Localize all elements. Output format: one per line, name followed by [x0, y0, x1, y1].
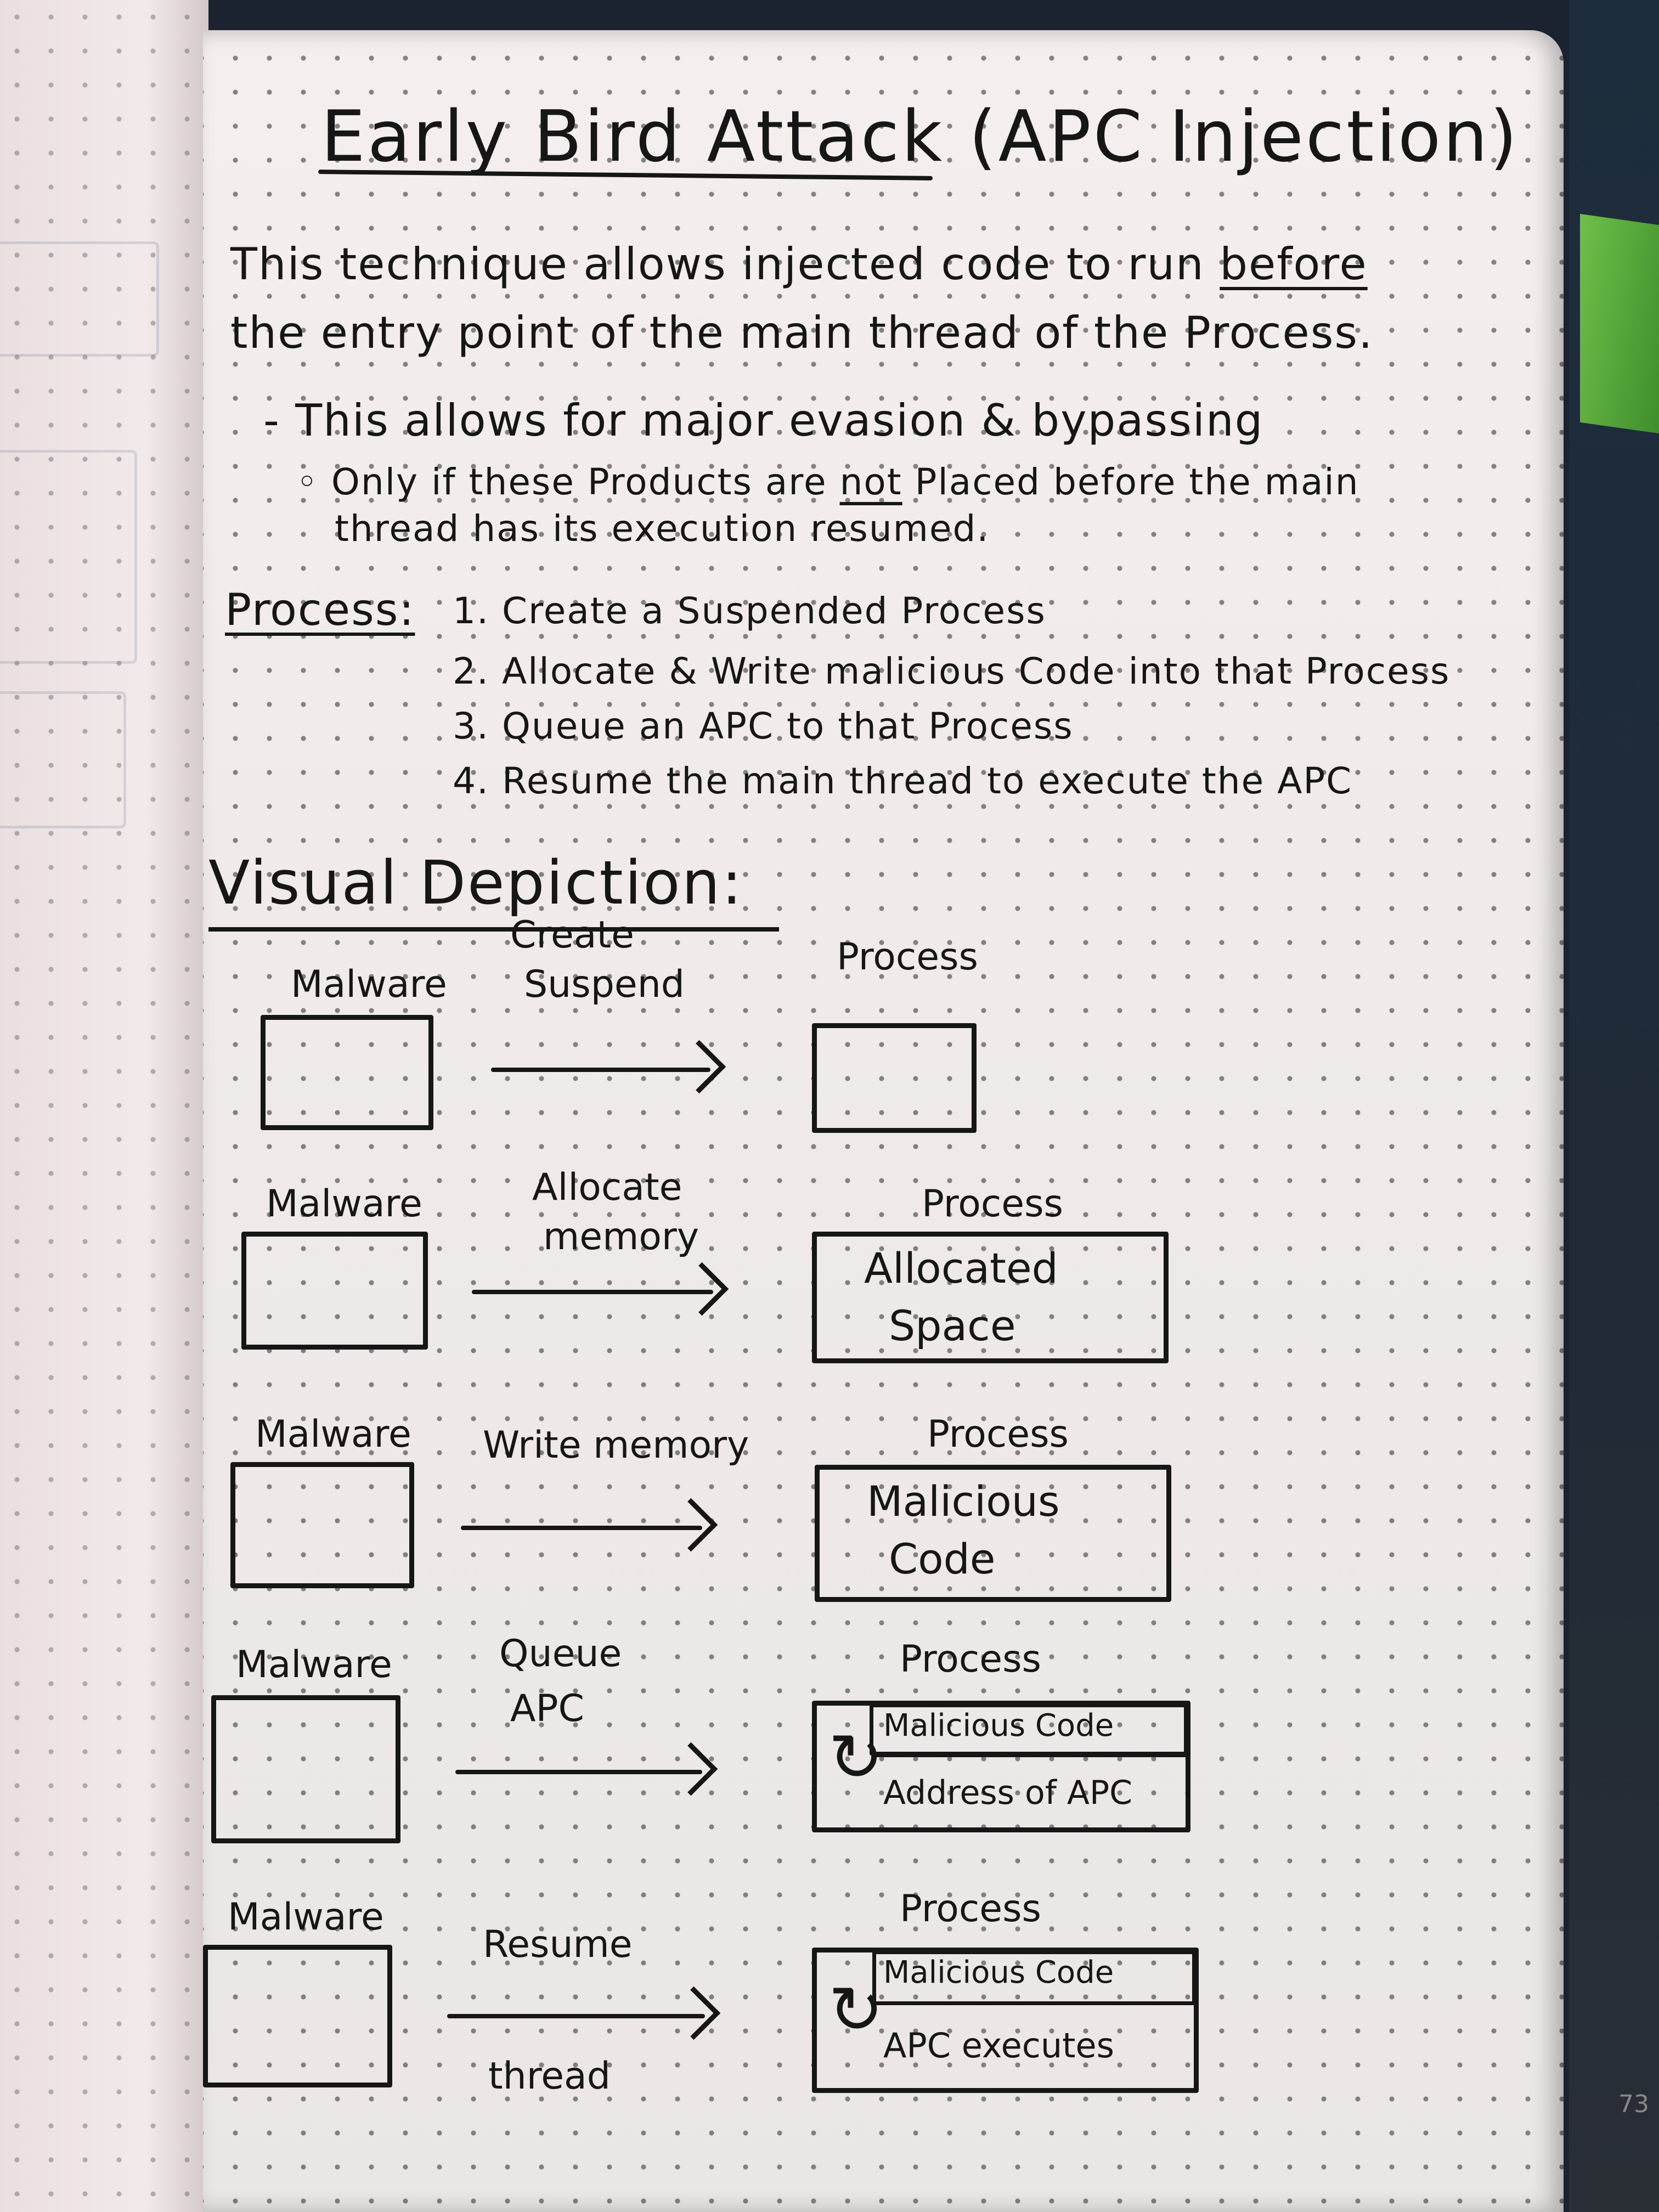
process-box: [812, 1948, 1199, 2093]
process-step-2: 2. Allocate & Write malicious Code into …: [453, 650, 1451, 692]
arrow: [461, 1498, 718, 1555]
notebook-page: Early Bird Attack (APC Injection) This t…: [203, 30, 1564, 2212]
desk-green-object: [1580, 213, 1659, 434]
action-label-bottom: APC: [510, 1687, 585, 1730]
arrow: [455, 1742, 718, 1799]
process-label: Process: [927, 1413, 1069, 1456]
intro-line-2: the entry point of the main thread of th…: [230, 307, 1374, 358]
process-box: [815, 1465, 1171, 1602]
action-label-top: Queue: [499, 1632, 622, 1675]
action-label-top: Create: [510, 913, 634, 957]
malware-box: [211, 1695, 400, 1843]
page-number: 73: [1618, 2090, 1649, 2118]
loop-arrow-icon: ↻: [828, 1972, 884, 2049]
action-label-top: Resume: [483, 1923, 633, 1966]
intro-sub-line-1: ◦ Only if these Products are not Placed …: [296, 461, 1359, 503]
malware-label: Malware: [266, 1182, 422, 1226]
process-step-4: 4. Resume the main thread to execute the…: [453, 760, 1353, 802]
process-step-1: 1. Create a Suspended Process: [453, 590, 1046, 632]
process-label: Process: [900, 1887, 1041, 1931]
malware-label: Malware: [228, 1895, 384, 1939]
intro-sub-text: ◦ Only if these Products are: [296, 461, 827, 503]
process-label: Process: [900, 1638, 1041, 1681]
malware-label: Malware: [236, 1643, 392, 1686]
malware-box: [241, 1232, 428, 1350]
arrow: [447, 1986, 721, 2044]
malware-label: Malware: [255, 1413, 411, 1456]
intro-line-1: This technique allows injected code to r…: [230, 239, 1368, 290]
ghost-box: [0, 241, 159, 357]
malware-box: [261, 1015, 433, 1130]
intro-sub-line-2: thread has its execution resumed.: [335, 507, 990, 550]
action-label-bottom: memory: [543, 1215, 699, 1259]
intro-line-1-text: This technique allows injected code to r…: [230, 239, 1205, 290]
process-label: Process: [837, 935, 978, 979]
ghost-box: [0, 691, 126, 828]
process-box: [812, 1701, 1190, 1832]
intro-emphasis: before: [1220, 239, 1368, 290]
process-inner-line: Malicious: [867, 1477, 1060, 1526]
visual-heading-underline: [208, 927, 779, 932]
loop-arrow-icon: ↻: [828, 1720, 884, 1796]
process-inner-line: APC executes: [883, 2025, 1114, 2066]
process-inner-top-box: [870, 1703, 1188, 1756]
process-box: [812, 1023, 977, 1133]
process-inner-line: Address of APC: [883, 1774, 1133, 1812]
action-label-bottom: Suspend: [524, 963, 685, 1006]
process-inner-top-box: [872, 1950, 1196, 2005]
process-label: Process:: [225, 584, 415, 635]
process-inner-line: Allocated: [864, 1244, 1058, 1293]
visual-heading: Visual Depiction:: [208, 848, 744, 918]
page-title: Early Bird Attack (APC Injection): [321, 96, 1520, 178]
malware-label: Malware: [291, 963, 447, 1006]
process-inner-line: Malicious Code: [883, 1708, 1114, 1743]
action-label-bottom: thread: [488, 2055, 611, 2098]
action-label-top: Allocate: [532, 1166, 682, 1209]
intro-sub-emphasis: not: [839, 461, 902, 503]
intro-bullet: - This allows for major evasion & bypass…: [263, 395, 1264, 446]
ghost-box: [0, 450, 137, 664]
malware-box: [203, 1945, 392, 2087]
action-label-top: Write memory: [483, 1424, 749, 1467]
arrow: [472, 1262, 729, 1319]
arrow: [491, 1040, 726, 1097]
process-inner-line: Code: [889, 1534, 996, 1583]
process-label: Process: [922, 1182, 1063, 1226]
intro-sub-text-post: Placed before the main: [915, 461, 1359, 503]
process-box: [812, 1232, 1169, 1363]
process-inner-line: Malicious Code: [883, 1955, 1114, 1990]
left-page: [0, 0, 208, 2212]
process-step-3: 3. Queue an APC to that Process: [453, 705, 1074, 747]
malware-box: [230, 1462, 414, 1588]
process-inner-line: Space: [889, 1301, 1016, 1350]
